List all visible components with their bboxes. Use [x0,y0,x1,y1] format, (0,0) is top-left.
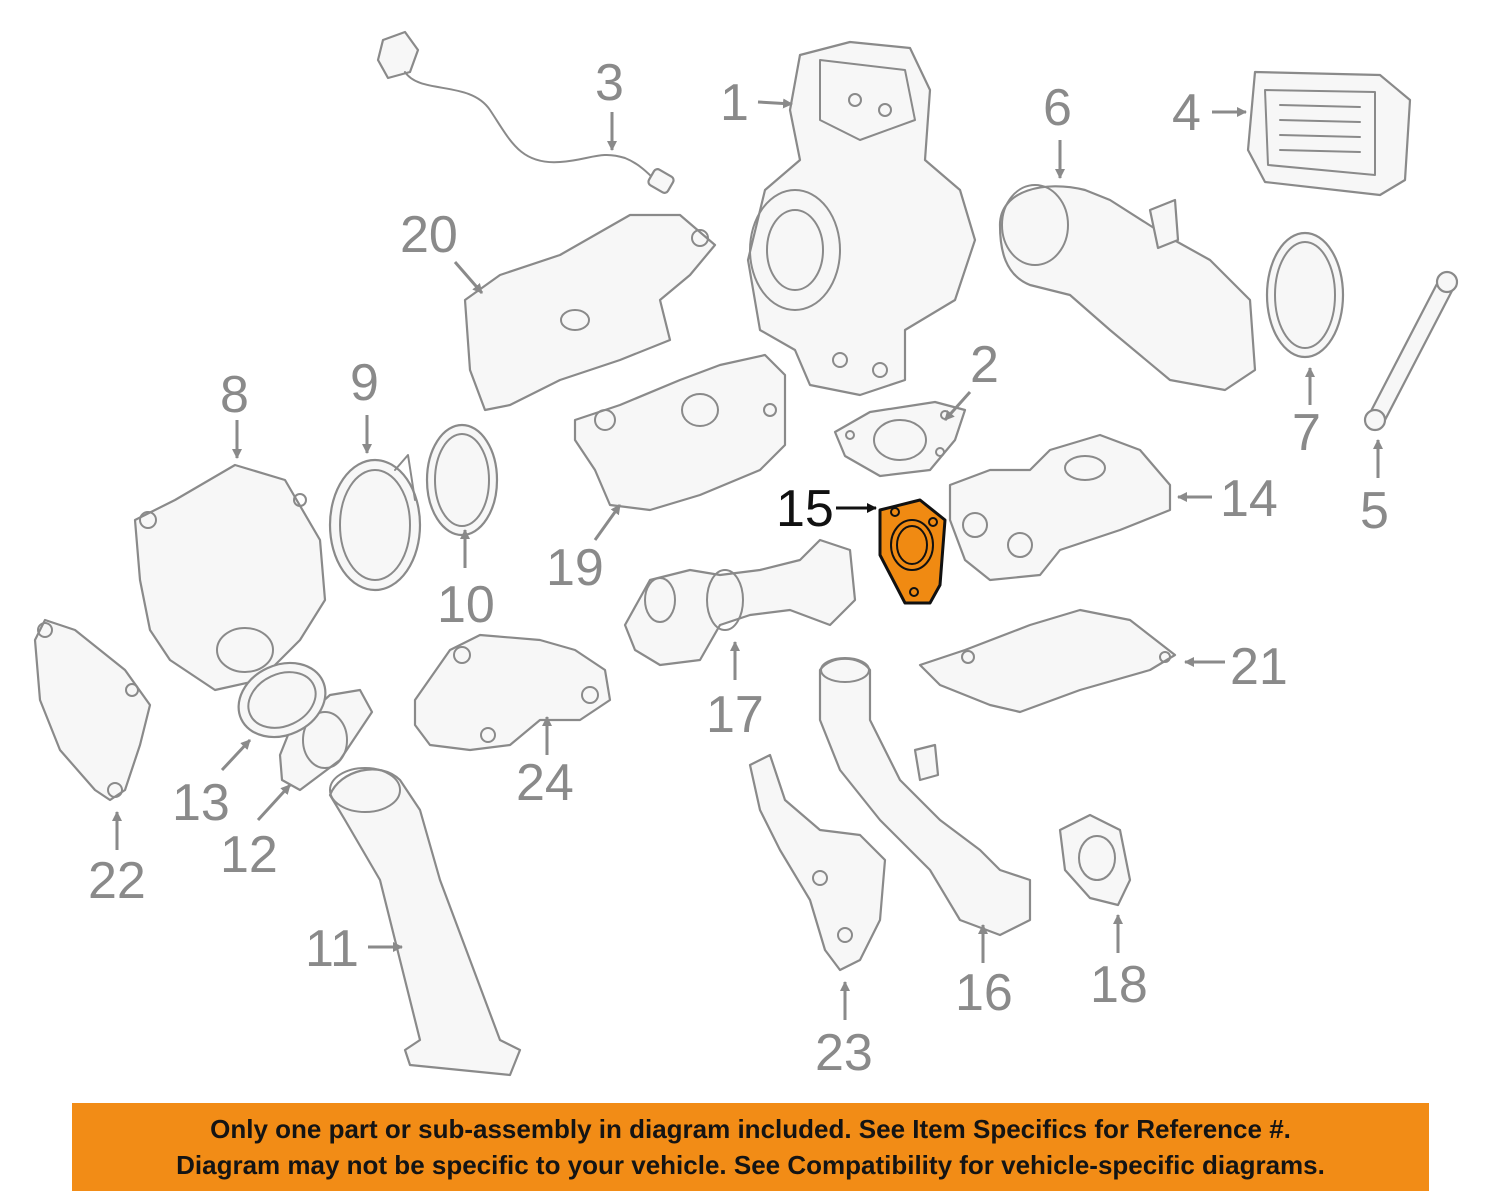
part-12-clamp[interactable] [278,688,374,792]
callout-3: 3 [595,54,624,112]
callout-9: 9 [350,354,379,412]
callout-6: 6 [1043,79,1072,137]
part-7-ring-gasket[interactable] [1265,231,1345,359]
callout-18: 18 [1090,956,1148,1014]
callout-15: 15 [776,480,834,538]
callout-23: 23 [815,1024,873,1082]
disclaimer-banner: Only one part or sub-assembly in diagram… [72,1103,1429,1191]
callout-labels: 1 2 3 4 5 6 7 8 9 10 11 12 13 14 15 16 1… [88,54,1389,1082]
part-10-gasket[interactable] [425,423,499,537]
leader-lines [112,98,1383,1020]
part-3-sensor[interactable] [376,30,675,194]
callout-13: 13 [172,774,230,832]
callout-7: 7 [1292,404,1321,462]
part-19-heat-shield[interactable] [573,353,787,512]
part-18-gasket[interactable] [1058,813,1132,907]
callout-5: 5 [1360,482,1389,540]
part-11-down-pipe[interactable] [328,767,522,1077]
callout-19: 19 [546,539,604,597]
callout-14: 14 [1220,470,1278,528]
part-6-intake-duct[interactable] [998,184,1257,392]
part-1-turbocharger[interactable] [746,40,977,397]
part-13-gasket[interactable] [226,649,337,750]
part-17-exhaust-pipe[interactable] [623,538,857,667]
part-9-clamp[interactable] [328,454,422,592]
callout-2: 2 [970,336,999,394]
disclaimer-line-2: Diagram may not be specific to your vehi… [176,1150,1325,1180]
part-20-heat-shield[interactable] [463,213,717,412]
disclaimer-line-1: Only one part or sub-assembly in diagram… [210,1114,1291,1144]
callout-12: 12 [220,826,278,884]
part-4-actuator[interactable] [1246,70,1412,197]
callout-22: 22 [88,852,146,910]
part-2-gasket[interactable] [833,400,967,478]
part-5-link-rod[interactable] [1363,270,1459,432]
part-14-egr-mount[interactable] [948,433,1172,582]
callout-1: 1 [720,74,749,132]
callout-4: 4 [1172,84,1201,142]
part-16-egr-pipe[interactable] [818,657,1032,937]
callout-21: 21 [1230,638,1288,696]
callout-16: 16 [955,964,1013,1022]
part-22-cover-plate[interactable] [33,618,152,802]
callout-8: 8 [220,366,249,424]
callout-20: 20 [400,206,458,264]
part-24-exhaust-elbow[interactable] [413,633,612,752]
callout-24: 24 [516,754,574,812]
part-21-heat-shield[interactable] [918,608,1177,714]
part-23-shield-bracket[interactable] [748,753,887,972]
callout-11: 11 [305,920,359,978]
part-8-converter[interactable] [133,463,327,692]
callout-10: 10 [437,576,495,634]
part-15-gasket-highlighted[interactable] [878,498,947,605]
callout-17: 17 [706,686,764,744]
